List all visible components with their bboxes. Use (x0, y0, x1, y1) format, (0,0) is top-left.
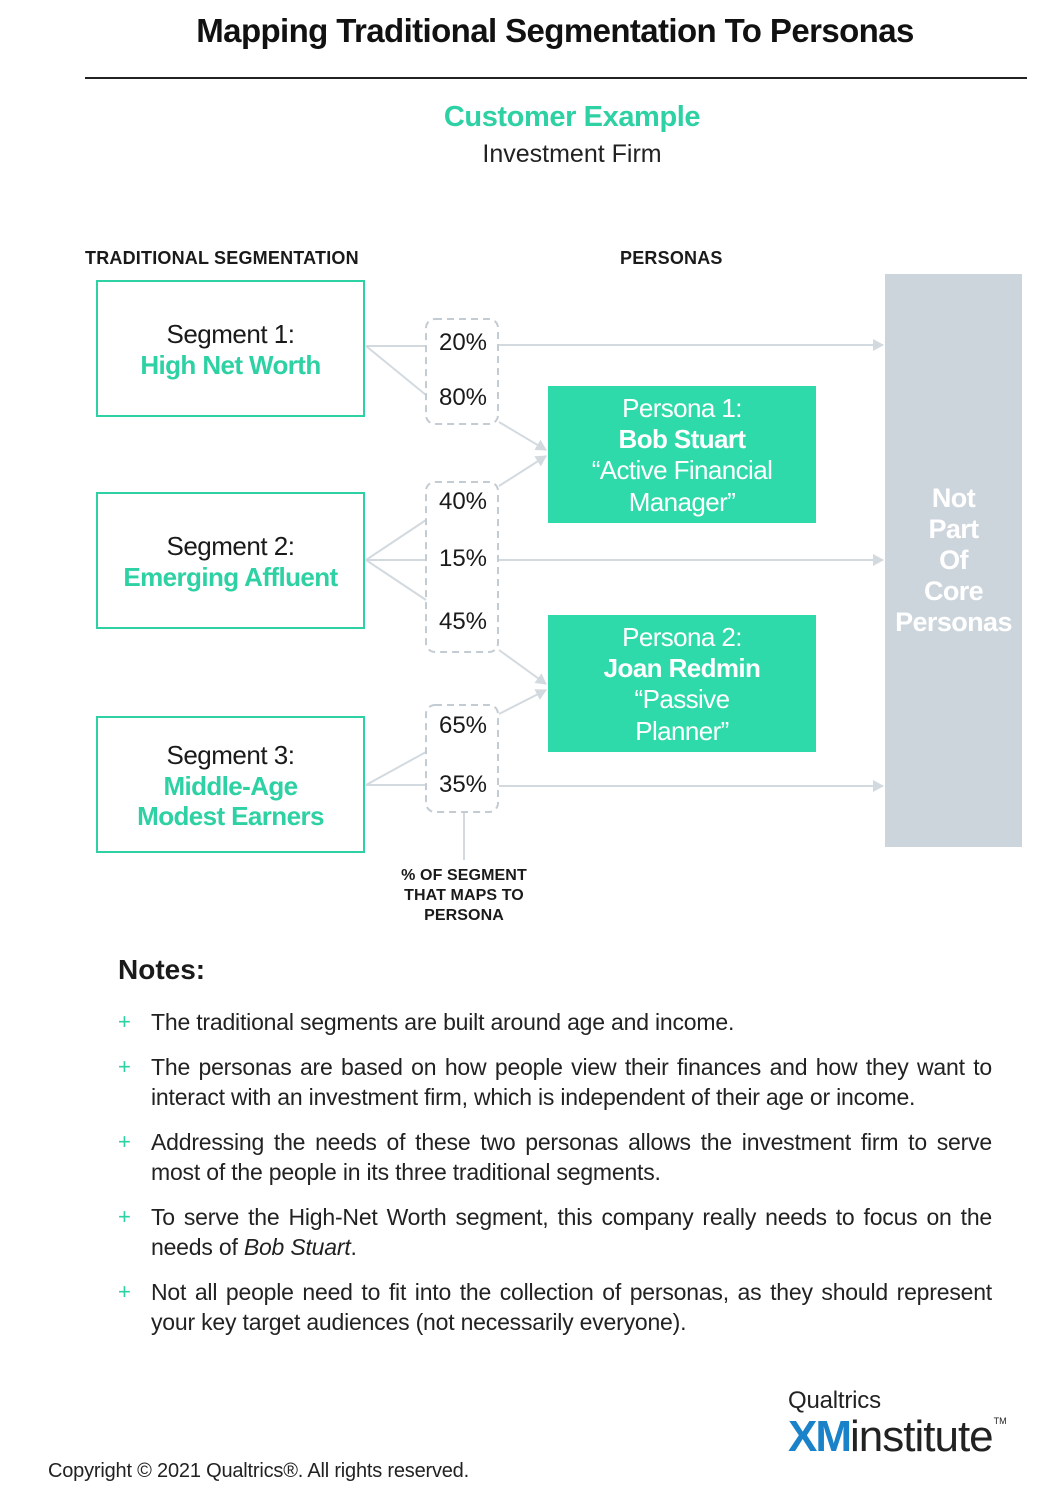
segment-1-label: Segment 1: (166, 318, 295, 349)
logo-xm: XM (788, 1412, 852, 1461)
column-header-traditional: TRADITIONAL SEGMENTATION (85, 248, 359, 268)
note-text: The traditional segments are built aroun… (151, 1009, 735, 1035)
segment-2-label: Segment 2: (166, 530, 295, 561)
persona-2-quote-line-2: Planner” (635, 715, 729, 746)
persona-1-quote-line-2: Manager” (628, 486, 736, 517)
plus-icon: + (118, 1279, 131, 1304)
pct-bracket-seg2 (425, 481, 499, 653)
connector-seg1-split-down (365, 345, 427, 396)
pct-caption-line: PERSONA (424, 907, 504, 924)
not-part-line: Personas (895, 607, 1012, 637)
column-header-personas: PERSONAS (620, 248, 723, 268)
notes-list: + The traditional segments are built aro… (118, 1007, 992, 1352)
copyright-text: Copyright © 2021 Qualtrics®. All rights … (48, 1460, 469, 1482)
pct-seg1-persona1: 80% (438, 384, 488, 411)
note-suffix: . (350, 1234, 357, 1260)
pct-seg1-not-part: 20% (438, 329, 488, 356)
note-text: The personas are based on how people vie… (151, 1054, 992, 1110)
notes-title: Notes: (118, 954, 206, 985)
note-item: + To serve the High-Net Worth segment, t… (118, 1202, 992, 1262)
segment-2-box: Segment 2: Emerging Affluent (96, 492, 365, 629)
logo-institute: institute (850, 1412, 994, 1461)
arrow-seg2-to-persona2 (498, 649, 547, 685)
arrow-seg1-to-persona1 (498, 421, 547, 451)
note-text: To serve the High-Net Worth segment, thi… (151, 1204, 992, 1260)
example-title: Customer Example (443, 101, 701, 133)
note-text: Addressing the needs of these two person… (151, 1129, 992, 1185)
pct-caption-line: % OF SEGMENT (401, 867, 527, 884)
connector-seg2-split-down (365, 559, 427, 601)
note-item: + The personas are based on how people v… (118, 1052, 992, 1112)
example-subtitle: Investment Firm (482, 140, 662, 168)
note-emphasis: Bob Stuart (243, 1234, 351, 1260)
page-title: Mapping Traditional Segmentation To Pers… (196, 12, 914, 49)
persona-1-box: Persona 1: Bob Stuart “Active Financial … (548, 386, 816, 523)
not-part-line: Core (923, 576, 984, 606)
persona-2-quote-line-1: “Passive (634, 683, 731, 714)
pct-caption: % OF SEGMENT THAT MAPS TO PERSONA (376, 866, 552, 926)
pct-bracket-seg1 (425, 318, 499, 425)
pct-caption-line: THAT MAPS TO (404, 887, 524, 904)
segment-3-box: Segment 3: Middle-Age Modest Earners (96, 716, 365, 853)
arrow-seg2-to-persona1 (498, 455, 547, 487)
segment-3-name-line-1: Middle-Age (163, 770, 298, 801)
not-part-line: Not (931, 483, 976, 513)
note-item: + The traditional segments are built aro… (118, 1007, 992, 1037)
logo-qualtrics-text: Qualtrics (788, 1387, 881, 1414)
connector-seg2-split-up (365, 519, 427, 561)
segment-3-name-line-2: Modest Earners (137, 800, 324, 831)
not-part-line: Part (928, 514, 979, 544)
pct-seg3-not-part: 35% (438, 771, 488, 798)
segment-2-name: Emerging Affluent (123, 561, 338, 592)
arrow-seg3-to-persona2 (498, 689, 547, 715)
pct-bracket-seg3 (425, 704, 499, 813)
plus-icon: + (118, 1129, 131, 1154)
logo-trademark: TM (993, 1416, 1007, 1426)
connector-seg3-split-up (365, 751, 427, 786)
persona-2-label: Persona 2: (622, 621, 742, 652)
persona-1-name: Bob Stuart (618, 423, 746, 454)
persona-1-label: Persona 1: (622, 392, 742, 423)
segment-3-label: Segment 3: (166, 739, 295, 770)
not-part-text: Not Part Of Core Personas (895, 483, 1012, 638)
title-divider (85, 77, 1027, 79)
pct-seg2-persona2: 45% (438, 608, 488, 635)
logo-wordmark: XMinstitute TM (788, 1412, 1007, 1462)
plus-icon: + (118, 1054, 131, 1079)
plus-icon: + (118, 1204, 131, 1229)
persona-2-name: Joan Redmin (603, 652, 761, 683)
plus-icon: + (118, 1009, 131, 1034)
segment-1-box: Segment 1: High Net Worth (96, 280, 365, 417)
note-item: + Not all people need to fit into the co… (118, 1277, 992, 1337)
pct-seg2-not-part: 15% (438, 545, 488, 572)
segment-1-name: High Net Worth (140, 349, 321, 380)
not-part-line: Of (939, 545, 968, 575)
pct-seg2-persona1: 40% (438, 488, 488, 515)
qualtrics-xm-institute-logo: Qualtrics XMinstitute TM (788, 1387, 1007, 1462)
persona-2-box: Persona 2: Joan Redmin “Passive Planner” (548, 615, 816, 752)
not-part-of-core-personas-box: Not Part Of Core Personas (885, 274, 1022, 847)
note-item: + Addressing the needs of these two pers… (118, 1127, 992, 1187)
persona-1-quote-line-1: “Active Financial (591, 454, 773, 485)
pct-seg3-persona2: 65% (438, 712, 488, 739)
note-text: Not all people need to fit into the coll… (151, 1279, 992, 1335)
